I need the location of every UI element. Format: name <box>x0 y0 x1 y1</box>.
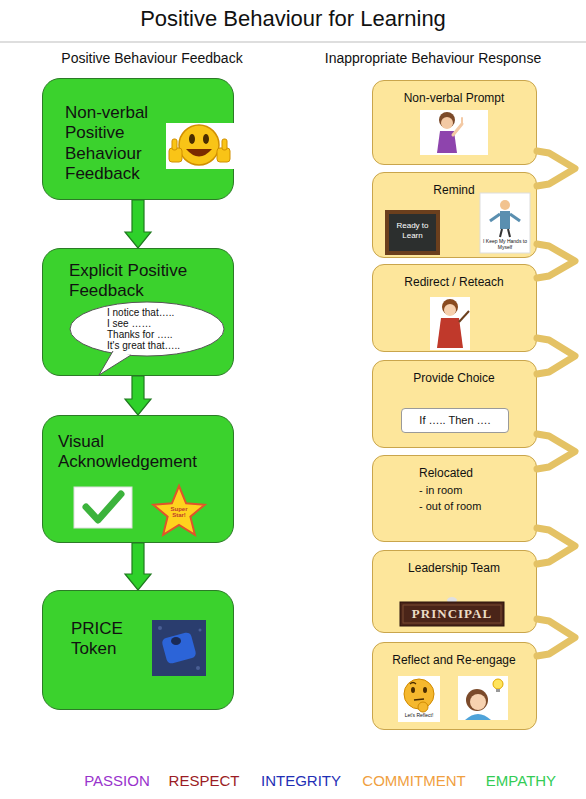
choice-box: If ….. Then …. <box>401 408 509 433</box>
speech-bubble: I notice that…..I see ……Thanks for …..It… <box>69 301 225 377</box>
principal-sign <box>403 605 501 623</box>
feedback-box: PRICE Token <box>42 590 234 710</box>
step-chevron <box>537 434 575 469</box>
bubble-ellipse <box>70 302 224 356</box>
step-chevron <box>537 151 575 186</box>
value-word: RESPECT <box>149 772 259 790</box>
sign-text: I Keep My Hands to Myself <box>482 238 528 250</box>
box-text: Redirect / Reteach <box>373 275 535 289</box>
step-chevron <box>537 528 575 564</box>
flow-arrow <box>125 376 151 415</box>
box-text: Non-verbal Prompt <box>373 91 535 105</box>
response-box: Non-verbal Prompt <box>372 80 537 165</box>
box-text: - in room <box>419 484 529 497</box>
value-word: INTEGRITY <box>246 772 356 790</box>
box-text: Leadership Team <box>373 561 535 575</box>
box-text: Visual Acknowledgement <box>58 432 230 473</box>
response-box: Remind <box>372 172 537 258</box>
step-chevron <box>537 244 575 278</box>
response-box: Relocated - in room - out of room <box>372 455 537 542</box>
response-box: Provide Choice If ….. Then …. <box>372 360 537 448</box>
bubble-tail <box>99 351 131 375</box>
box-text: PRICE Token <box>71 619 143 660</box>
box-text: I see …… <box>107 318 219 330</box>
box-text: Thanks for ….. <box>107 329 219 341</box>
feedback-box: Explicit Positive FeedbackI notice that…… <box>42 248 234 376</box>
box-text: I notice that….. <box>107 307 219 319</box>
flow-arrow <box>125 200 151 248</box>
box-text: Explicit Positive Feedback <box>69 261 219 302</box>
step-chevron <box>537 619 575 656</box>
response-box: Redirect / Reteach <box>372 264 537 352</box>
box-text: It's great that….. <box>107 340 219 352</box>
value-word: EMPATHY <box>466 772 576 790</box>
value-word: COMMITMENT <box>349 772 479 790</box>
feedback-box: Non-verbal Positive Behaviour Feedback <box>42 78 234 200</box>
box-text: Relocated <box>419 466 529 480</box>
door-sign-text: PRINCIPAL <box>402 606 502 622</box>
column-heading: Inappropriate Behaviour Response <box>298 50 568 67</box>
box-text: Reflect and Re-engage <box>373 653 535 667</box>
flow-arrow <box>125 543 151 590</box>
box-text: Remind <box>373 183 535 197</box>
value-word: PASSION <box>62 772 172 790</box>
emoji-caption: Let's Reflect! <box>399 712 439 718</box>
sticker-text: Super Star! <box>164 506 194 518</box>
board-text: Ready to Learn <box>392 221 434 241</box>
column-heading: Positive Behaviour Feedback <box>17 50 287 67</box>
box-text: Non-verbal Positive Behaviour Feedback <box>65 103 169 185</box>
title-rule <box>0 42 586 43</box>
step-chevron <box>537 338 575 374</box>
diagram-title: Positive Behaviour for Learning <box>0 6 586 32</box>
response-box: Reflect and Re-engage <box>372 642 537 730</box>
feedback-box: Visual Acknowledgement <box>42 415 234 543</box>
box-text: If ….. Then …. <box>402 414 508 427</box>
box-text: - out of room <box>419 500 529 513</box>
box-text: Provide Choice <box>373 371 535 385</box>
